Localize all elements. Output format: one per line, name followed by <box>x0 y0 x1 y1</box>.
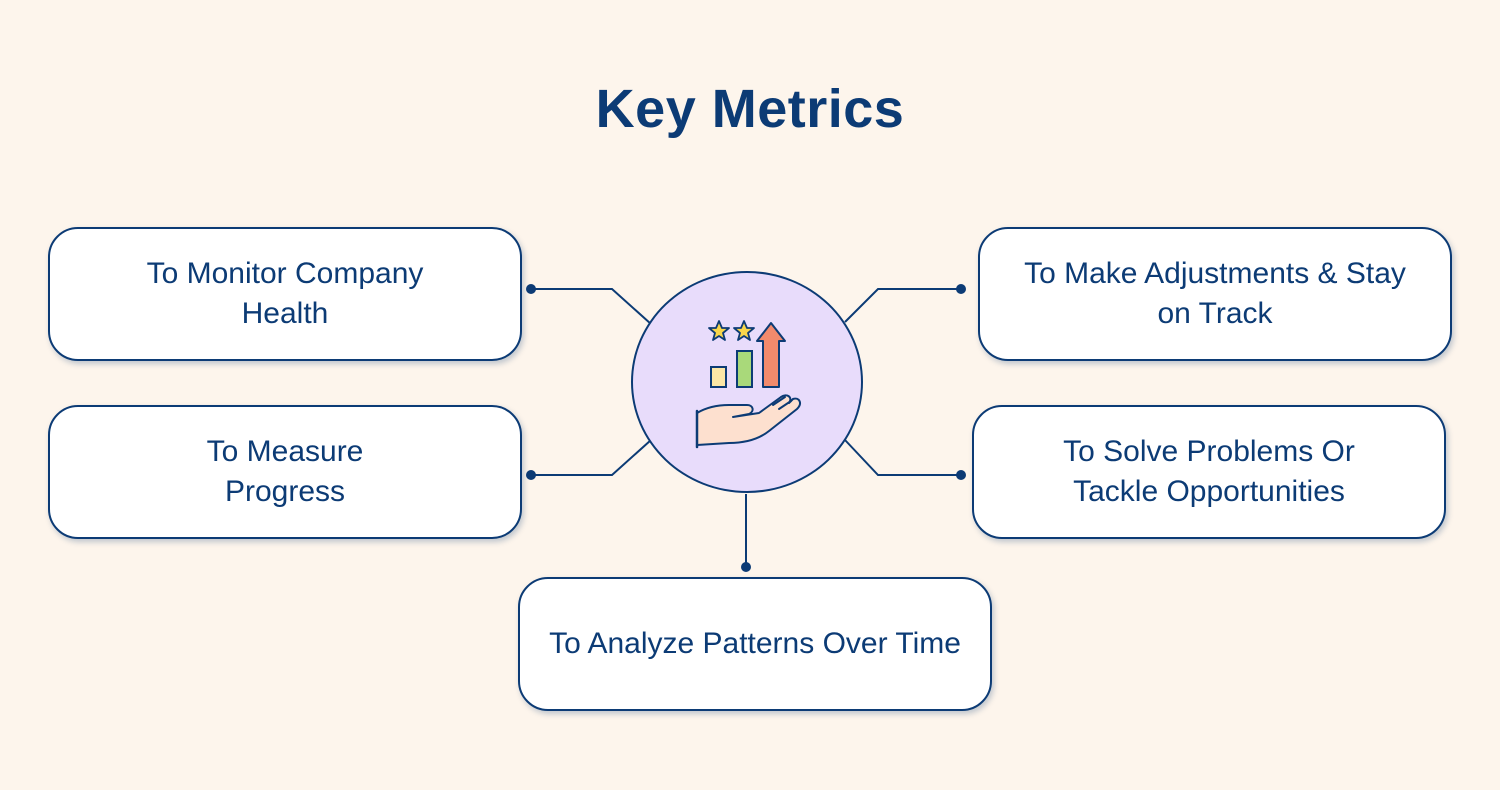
hub-circle <box>631 271 863 493</box>
growth-hand-icon <box>695 320 801 449</box>
metric-card-measure: To Measure Progress <box>48 405 522 539</box>
metric-label-adjust: To Make Adjustments & Stay on Track <box>1024 257 1406 330</box>
metric-card-analyze: To Analyze Patterns Over Time <box>518 577 992 711</box>
connector-dot-analyze <box>741 562 751 572</box>
connector-dot-monitor <box>526 284 536 294</box>
metric-label-solve: To Solve Problems Or Tackle Opportunitie… <box>1063 435 1355 508</box>
diagram-title: Key Metrics <box>595 79 905 139</box>
connector-adjust <box>844 288 961 323</box>
connector-dot-solve <box>956 470 966 480</box>
connector-solve <box>844 439 961 476</box>
connector-measure <box>531 439 652 476</box>
connector-dot-adjust <box>956 284 966 294</box>
connector-monitor <box>531 288 652 325</box>
metric-card-solve: To Solve Problems Or Tackle Opportunitie… <box>972 405 1446 539</box>
connector-dot-measure <box>526 470 536 480</box>
metric-label-measure: To Measure Progress <box>206 435 364 508</box>
metric-label-monitor: To Monitor Company Health <box>146 257 424 330</box>
metric-label-analyze: To Analyze Patterns Over Time <box>549 627 961 660</box>
metric-card-adjust: To Make Adjustments & Stay on Track <box>978 227 1452 361</box>
metric-card-monitor: To Monitor Company Health <box>48 227 522 361</box>
